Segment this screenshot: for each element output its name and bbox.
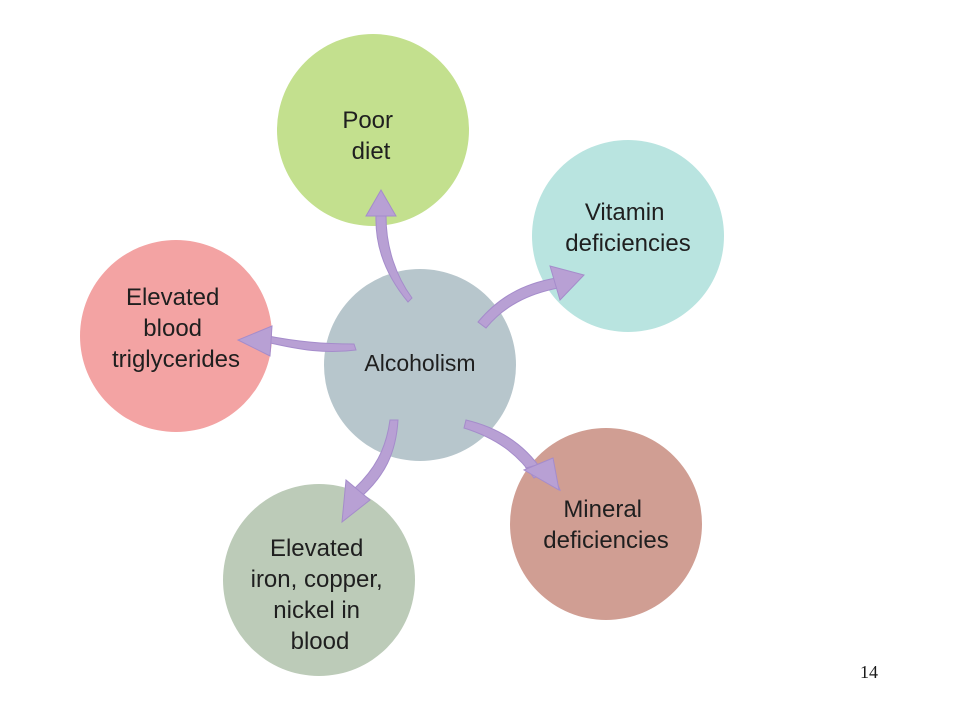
elevated-triglycerides-label: Elevated blood triglycerides (112, 284, 240, 373)
vitamin-deficiencies-label: Vitamin deficiencies (565, 199, 690, 257)
poor-diet-circle (277, 34, 469, 226)
vitamin-deficiencies-circle (532, 140, 724, 332)
elevated-triglycerides-circle (80, 240, 272, 432)
arrow-to-poor-diet (365, 188, 413, 303)
alcoholism-center-circle (324, 269, 516, 461)
poor-diet-label: Poor diet (342, 107, 399, 165)
elevated-metals-label: Elevated iron, copper, nickel in blood (251, 535, 390, 655)
arrow-to-elevated-metals (341, 419, 399, 524)
arrow-to-mineral-deficiencies (463, 419, 562, 492)
alcoholism-label: Alcoholism (364, 350, 475, 376)
mineral-deficiencies-circle (510, 428, 702, 620)
page-number: 14 (860, 662, 878, 682)
arrow-to-vitamin-deficiencies (477, 265, 585, 329)
elevated-metals-circle (223, 484, 415, 676)
arrow-to-elevated-triglycerides (236, 325, 357, 357)
mineral-deficiencies-label: Mineral deficiencies (543, 496, 668, 554)
